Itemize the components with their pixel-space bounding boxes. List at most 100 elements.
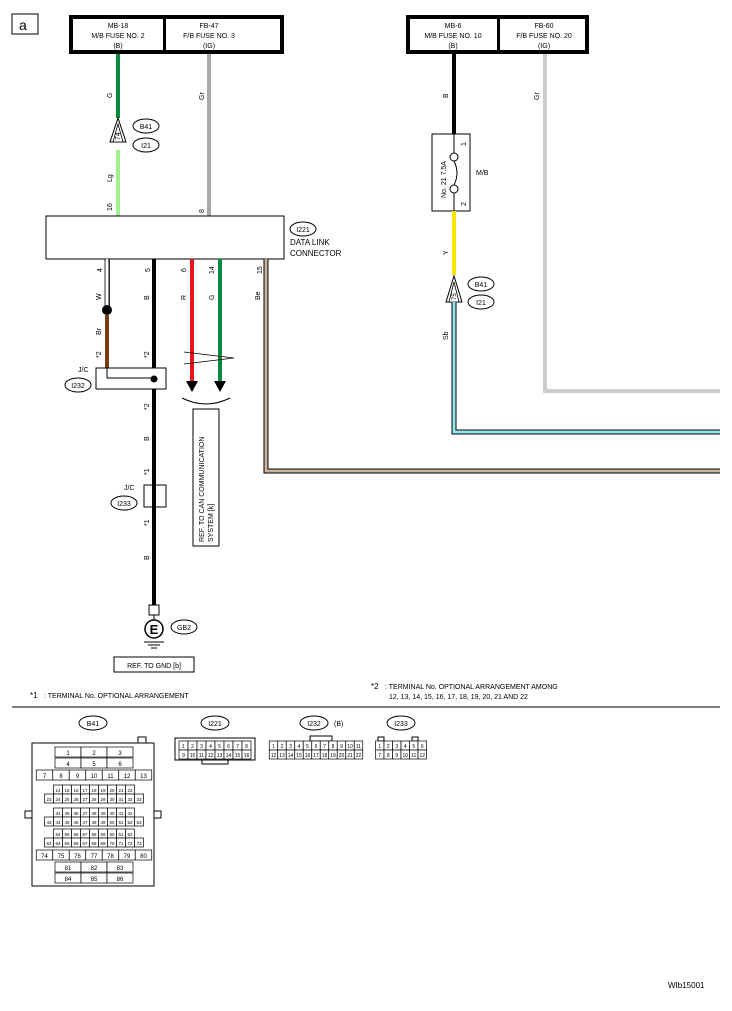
- b41-pin: 47: [82, 820, 88, 825]
- b41-pin: 19: [100, 788, 106, 793]
- i232-pin: 4: [298, 744, 301, 750]
- ref-can-text-2: SYSTEM [k]: [208, 504, 215, 542]
- b41-pin: 82: [91, 866, 98, 872]
- b41-pin: 22: [127, 788, 133, 793]
- wire-label-b-mid1: B: [144, 436, 151, 441]
- b41-pin: 41: [118, 811, 124, 816]
- b41-pin: 33: [136, 797, 142, 802]
- b41-pin: 74: [41, 854, 48, 860]
- b41-pin: 10: [91, 774, 98, 780]
- i233-pin: 7: [378, 753, 381, 759]
- i221-pin: 12: [208, 753, 214, 759]
- fuse-box-left: MB-18 M/B FUSE NO. 2 (B) FB-47 F/B FUSE …: [69, 15, 284, 54]
- i232-pin: 11: [356, 744, 361, 750]
- wire-label-sb: Sb: [443, 331, 450, 340]
- wire-label-br: Br: [96, 327, 103, 335]
- i221-pin: 15: [235, 753, 241, 759]
- b41-pin: 85: [91, 877, 98, 883]
- i232-cell: [353, 749, 364, 760]
- b41-pin: 23: [46, 797, 52, 802]
- b41-pin: 7: [43, 774, 47, 780]
- view-i221-label: I221: [208, 721, 222, 728]
- fuse-mb18-id: MB-18: [108, 23, 129, 30]
- wire-label-b5: B: [144, 295, 151, 300]
- note1-mark: *1: [30, 691, 38, 700]
- b41-pin: 39: [100, 811, 106, 816]
- i221-pin: 14: [226, 753, 232, 759]
- ground-terminal: [148, 604, 160, 616]
- splice-dot-1: [102, 305, 112, 315]
- b41-pin: 59: [100, 832, 106, 837]
- b41-pin: 65: [64, 841, 70, 846]
- b41-pin: 37: [82, 811, 88, 816]
- wire-sb-border: [451, 302, 720, 435]
- b41-pin: 76: [74, 854, 81, 860]
- i232-pin: 6: [315, 744, 318, 750]
- b41-pin: 30: [109, 797, 115, 802]
- b41-pin: 58: [91, 832, 97, 837]
- b41-pin: 77: [91, 854, 98, 860]
- b41-pin: 42: [127, 811, 133, 816]
- page-tag-box: [11, 13, 39, 35]
- i233-pin: 6: [421, 744, 424, 750]
- arrow-r: [186, 381, 198, 392]
- b41-pin: 71: [118, 841, 124, 846]
- mb-label: M/B: [476, 170, 489, 177]
- i233-pin: 2: [387, 744, 390, 750]
- view-b41-label: B41: [87, 721, 100, 728]
- i232-pin: 2: [281, 744, 284, 750]
- conn-b41-label-a: B41: [140, 124, 153, 131]
- b41-pin: 9: [76, 774, 80, 780]
- ref-can-text-1: REF. TO CAN COMMUNICATION: [199, 437, 206, 542]
- fuse-fb60-name: F/B FUSE NO. 20: [516, 33, 572, 40]
- fuse-mb6-power: (B): [448, 43, 457, 50]
- b41-pin: 48: [91, 820, 97, 825]
- pin-b41-75: 75: [452, 293, 458, 300]
- b41-cell: [134, 816, 144, 827]
- wire-label-g14: G: [209, 295, 216, 300]
- wire-be-border: [263, 259, 720, 474]
- b41-pin: 83: [117, 866, 124, 872]
- b41-pin: 35: [64, 811, 70, 816]
- b41-pin: 86: [117, 877, 124, 883]
- pin-dlc-5: 5: [145, 268, 152, 272]
- b41-pin: 40: [109, 811, 115, 816]
- b41-pin: 62: [127, 832, 133, 837]
- b41-pin: 63: [46, 841, 52, 846]
- page-tag: a: [19, 17, 27, 33]
- b41-pin: 80: [140, 854, 147, 860]
- i221-pin: 16: [244, 753, 250, 759]
- jc-label-2: J/C: [124, 485, 135, 492]
- i221-pin: 3: [200, 744, 203, 750]
- conn-i21-label-a: I21: [141, 143, 151, 150]
- fuse-mb18-power: (B): [113, 43, 122, 50]
- b41-pin: 66: [73, 841, 79, 846]
- ground-symbol: E: [150, 622, 159, 637]
- b41-pin: 67: [82, 841, 88, 846]
- b41-pin: 79: [124, 854, 131, 860]
- wire-label-be: Be: [255, 291, 262, 300]
- b41-pin: 69: [100, 841, 106, 846]
- note2-text-1: : TERMINAL No. OPTIONAL ARRANGEMENT AMON…: [385, 684, 558, 691]
- b41-pin: 12: [124, 774, 131, 780]
- pin-dlc-6: 6: [181, 268, 188, 272]
- b41-pin: 25: [64, 797, 70, 802]
- b41-pin: 14: [55, 788, 61, 793]
- i233-pin: 11: [411, 753, 416, 759]
- pin-dlc-14: 14: [209, 266, 216, 274]
- jc-label-1: J/C: [78, 367, 89, 374]
- b41-pin: 31: [118, 797, 124, 802]
- b41-pin: 17: [82, 788, 88, 793]
- b41-pin: 4: [66, 762, 70, 768]
- i232-pin: 17: [313, 753, 319, 759]
- b41-cell: [134, 837, 144, 848]
- fuse-fb47-name: F/B FUSE NO. 3: [183, 33, 235, 40]
- i233-pin: 5: [412, 744, 415, 750]
- wire-sb: [452, 302, 720, 434]
- wire-label-g1: G: [107, 93, 114, 98]
- i232-pin: 14: [288, 753, 294, 759]
- wire-label-gr1: Gr: [199, 92, 206, 100]
- b41-pin: 70: [109, 841, 115, 846]
- i232-pin: 5: [306, 744, 309, 750]
